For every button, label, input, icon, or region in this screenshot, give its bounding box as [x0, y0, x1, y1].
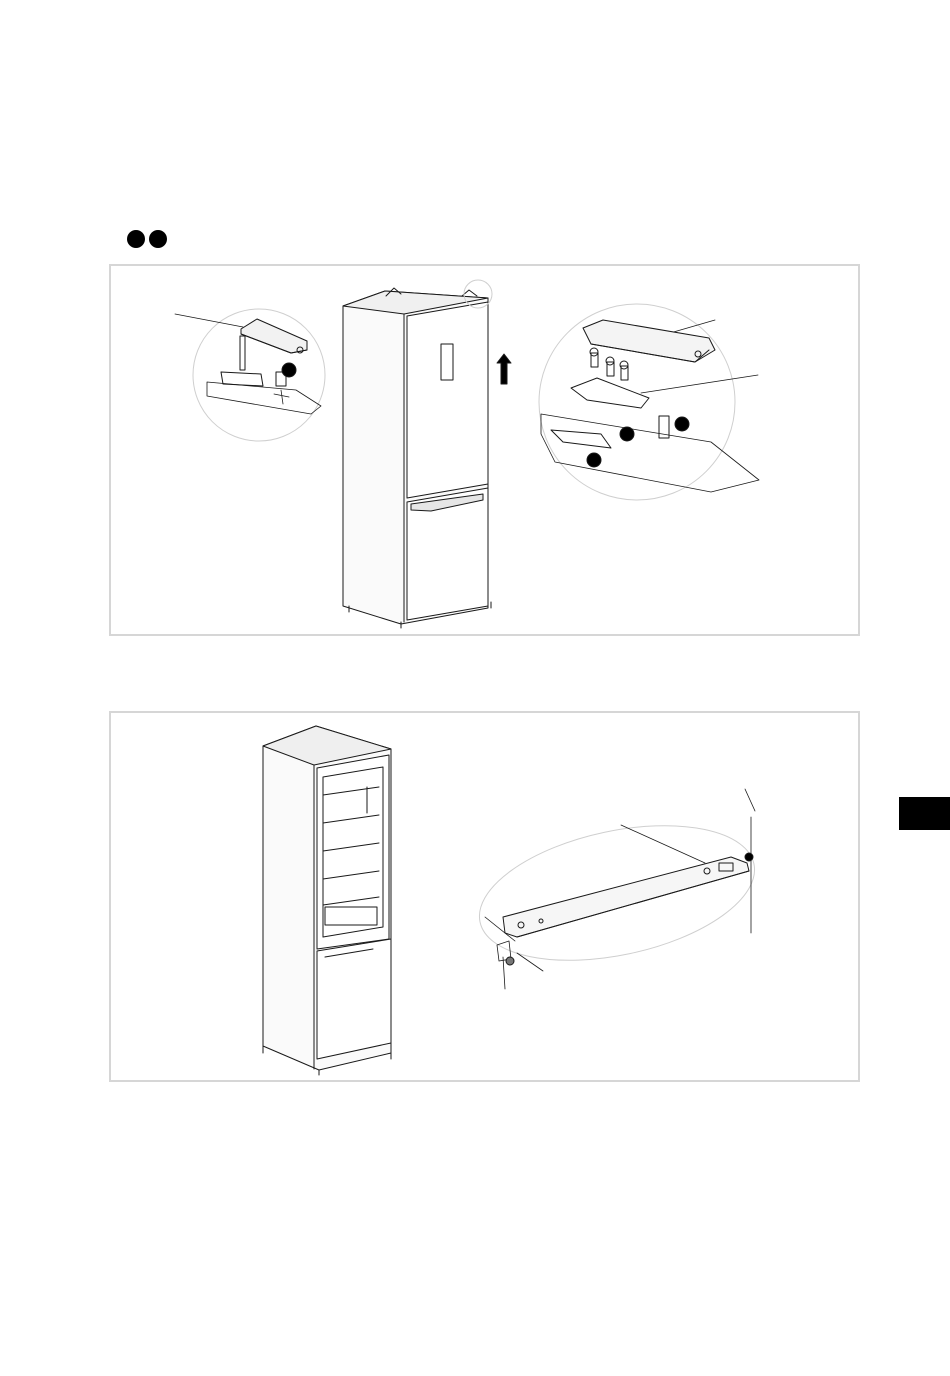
section-tab	[899, 797, 950, 830]
callout-dot-1	[282, 363, 296, 377]
figure-panel-door-reversal	[109, 711, 860, 1082]
hinge-cover-detail-icon	[175, 309, 325, 441]
door-top-bracket-detail-icon	[467, 789, 767, 989]
hinge-exploded-detail-icon	[539, 304, 759, 500]
step-marker-dot-2	[149, 230, 167, 248]
refrigerator-closed-icon	[343, 280, 492, 628]
callout-dot-2	[620, 427, 634, 441]
callout-dot-4	[587, 453, 601, 467]
figure-panel-hinge-removal	[109, 264, 860, 636]
callout-dot-3	[675, 417, 689, 431]
refrigerator-open-icon	[263, 726, 391, 1075]
step-marker-dot-1	[127, 230, 145, 248]
arrow-up-icon	[497, 354, 511, 384]
step-marker-pair	[127, 229, 171, 249]
